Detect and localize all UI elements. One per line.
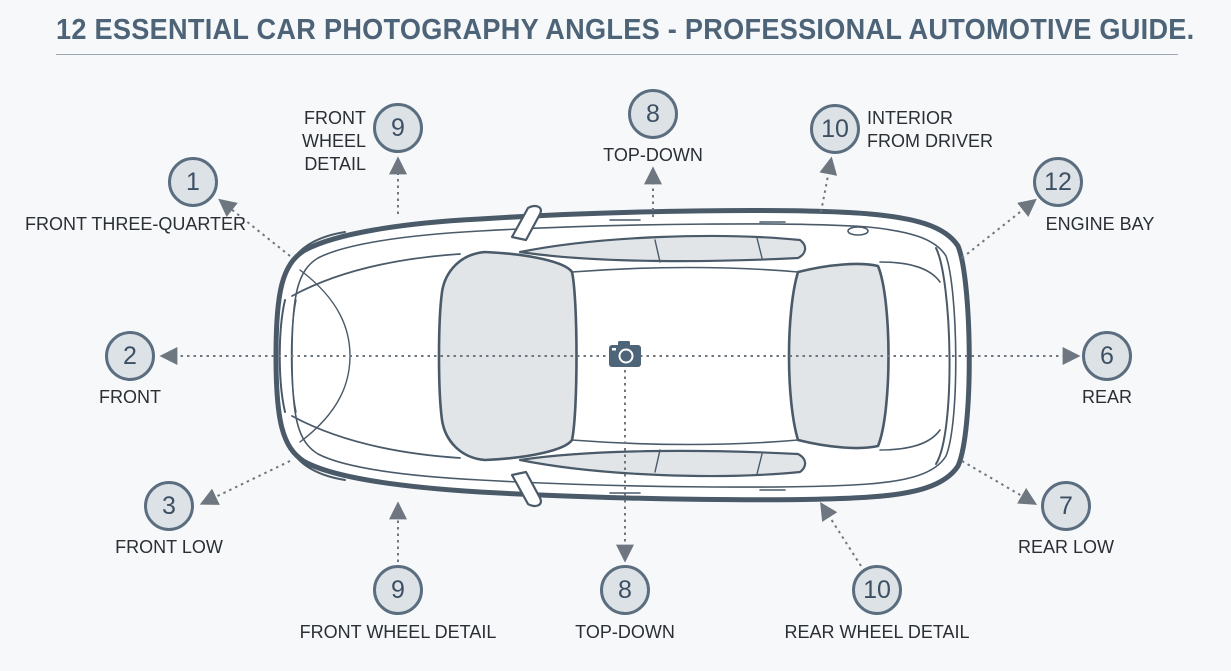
arrow-front-low — [199, 460, 291, 505]
badge-top-down-top: 8 — [628, 89, 678, 139]
badge-engine-bay: 12 — [1033, 157, 1083, 207]
label-interior-from-driver: INTERIOR FROM DRIVER — [867, 108, 993, 151]
badge-rear: 6 — [1082, 331, 1132, 381]
label-front-wheel-detail-bottom: FRONT WHEEL DETAIL — [299, 622, 497, 642]
label-front-low: FRONT LOW — [115, 537, 223, 557]
mirror-bottom — [510, 470, 542, 508]
label-top-down-top: TOP-DOWN — [603, 145, 703, 165]
label-rear-low: REAR LOW — [1017, 537, 1115, 557]
arrow-interior — [819, 156, 838, 213]
arrow-engine-bay — [961, 198, 1037, 259]
badge-top-down-bottom: 8 — [600, 565, 650, 615]
badge-interior-from-driver: 10 — [810, 104, 860, 154]
badge-front-low: 3 — [144, 481, 194, 531]
badge-rear-low: 7 — [1041, 481, 1091, 531]
badge-front-three-quarter: 1 — [168, 157, 218, 207]
label-front: FRONT — [99, 387, 161, 407]
camera-icon — [609, 341, 641, 367]
label-front-wheel-detail-top: FRONT WHEEL DETAIL — [301, 108, 366, 174]
arrow-front-three-quarter — [218, 198, 291, 257]
arrow-rear-low — [961, 460, 1038, 505]
title-divider — [56, 54, 1178, 55]
page-title: 12 ESSENTIAL CAR PHOTOGRAPHY ANGLES - PR… — [56, 14, 1195, 46]
label-rear-wheel-detail: REAR WHEEL DETAIL — [784, 622, 970, 642]
rear-window — [787, 262, 890, 450]
side-window-top — [518, 234, 807, 263]
label-engine-bay: ENGINE BAY — [1045, 214, 1155, 234]
label-top-down-bottom: TOP-DOWN — [575, 622, 675, 642]
mirror-top — [510, 204, 542, 242]
badge-rear-wheel-detail: 10 — [852, 565, 902, 615]
badge-front-wheel-detail-bottom: 9 — [373, 565, 423, 615]
side-window-bottom — [518, 449, 807, 478]
label-rear: REAR — [1081, 387, 1133, 407]
badge-front: 2 — [105, 331, 155, 381]
angle-arrows — [159, 156, 1081, 567]
badge-front-wheel-detail-top: 9 — [373, 103, 423, 153]
arrow-rear-wheel — [820, 501, 862, 567]
label-front-three-quarter: FRONT THREE-QUARTER — [25, 214, 247, 234]
